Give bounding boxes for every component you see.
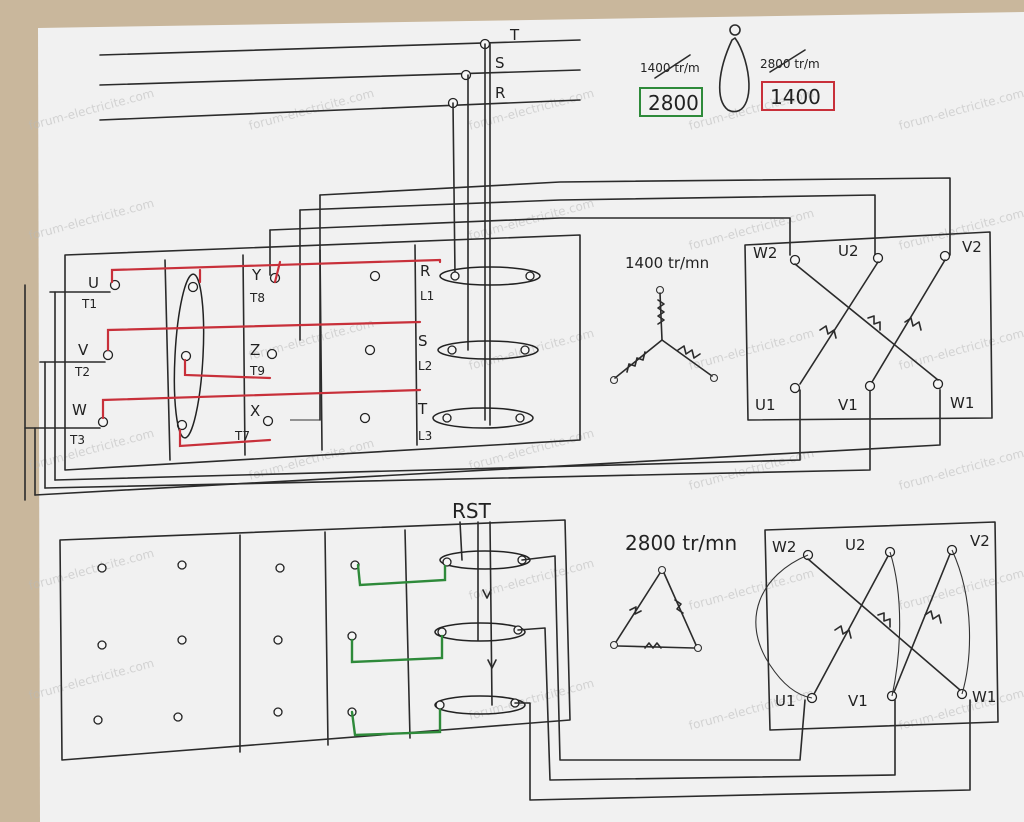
bottom-motor-v2-label: V2 bbox=[970, 532, 990, 550]
motor-v2-label: V2 bbox=[962, 238, 982, 256]
paper-sheet bbox=[38, 12, 1024, 822]
bottom-supply-label: RST bbox=[452, 499, 492, 523]
delta-speed-label: 2800 tr/mn bbox=[625, 531, 737, 555]
terminal-t7-label: T7 bbox=[234, 429, 250, 443]
terminal-t8-label: T8 bbox=[249, 291, 265, 305]
supply-line-s-label: S bbox=[495, 54, 505, 72]
bottom-motor-v1-label: V1 bbox=[848, 692, 868, 710]
star-connection-diagram: 1400 tr/mn bbox=[609, 254, 719, 385]
terminal-l2-label: L2 bbox=[418, 359, 432, 373]
high-speed-struck-label: 2800 tr/m bbox=[760, 57, 820, 71]
terminal-t9-label: T9 bbox=[249, 364, 265, 378]
terminal-x-label: X bbox=[250, 402, 260, 420]
selector-knob-icon bbox=[718, 37, 750, 113]
motor-u2-label: U2 bbox=[838, 242, 859, 260]
terminal-t2-label: T2 bbox=[74, 365, 90, 379]
terminal-r-label: R bbox=[420, 262, 430, 280]
motor-u1-label: U1 bbox=[755, 396, 776, 414]
bottom-motor-u2-label: U2 bbox=[845, 536, 866, 554]
terminal-y-label: Y bbox=[251, 266, 262, 284]
terminal-s-label: S bbox=[418, 332, 428, 350]
high-speed-box bbox=[761, 81, 835, 111]
bottom-terminal-panel: RST bbox=[59, 499, 971, 801]
terminal-t-label: T bbox=[417, 400, 428, 418]
terminal-t3-label: T3 bbox=[69, 433, 85, 447]
bottom-motor-winding-box: W2 U2 V2 U1 V1 W1 bbox=[755, 521, 999, 731]
terminal-t1-label: T1 bbox=[81, 297, 97, 311]
supply-lines: T S R bbox=[99, 26, 581, 426]
speed-selector: 1400 tr/m 2800 2800 tr/m 1400 bbox=[639, 24, 835, 117]
delta-connection-diagram: 2800 tr/mn bbox=[609, 531, 737, 653]
low-speed-box bbox=[639, 87, 703, 117]
top-motor-winding-box: W2 U2 V2 U1 V1 W1 bbox=[744, 231, 993, 470]
terminal-z-label: Z bbox=[250, 341, 260, 359]
motor-w1-label: W1 bbox=[950, 394, 974, 412]
terminal-u-label: U bbox=[88, 274, 99, 292]
terminal-l1-label: L1 bbox=[420, 289, 434, 303]
bottom-motor-w1-label: W1 bbox=[972, 688, 996, 706]
terminal-w-label: W bbox=[72, 401, 87, 419]
high-speed-box-value: 1400 bbox=[770, 85, 821, 109]
motor-v1-label: V1 bbox=[838, 396, 858, 414]
supply-line-t-label: T bbox=[509, 26, 520, 44]
low-speed-box-value: 2800 bbox=[648, 91, 699, 115]
top-terminal-panel: U T1 V T2 W T3 Y T8 Z T9 X T7 bbox=[24, 177, 951, 501]
terminal-v-label: V bbox=[78, 341, 89, 359]
star-speed-label: 1400 tr/mn bbox=[625, 254, 709, 272]
supply-line-r-label: R bbox=[495, 84, 505, 102]
motor-w2-label: W2 bbox=[753, 244, 777, 262]
bottom-motor-u1-label: U1 bbox=[775, 692, 796, 710]
terminal-l3-label: L3 bbox=[418, 429, 432, 443]
bottom-motor-w2-label: W2 bbox=[772, 538, 796, 556]
